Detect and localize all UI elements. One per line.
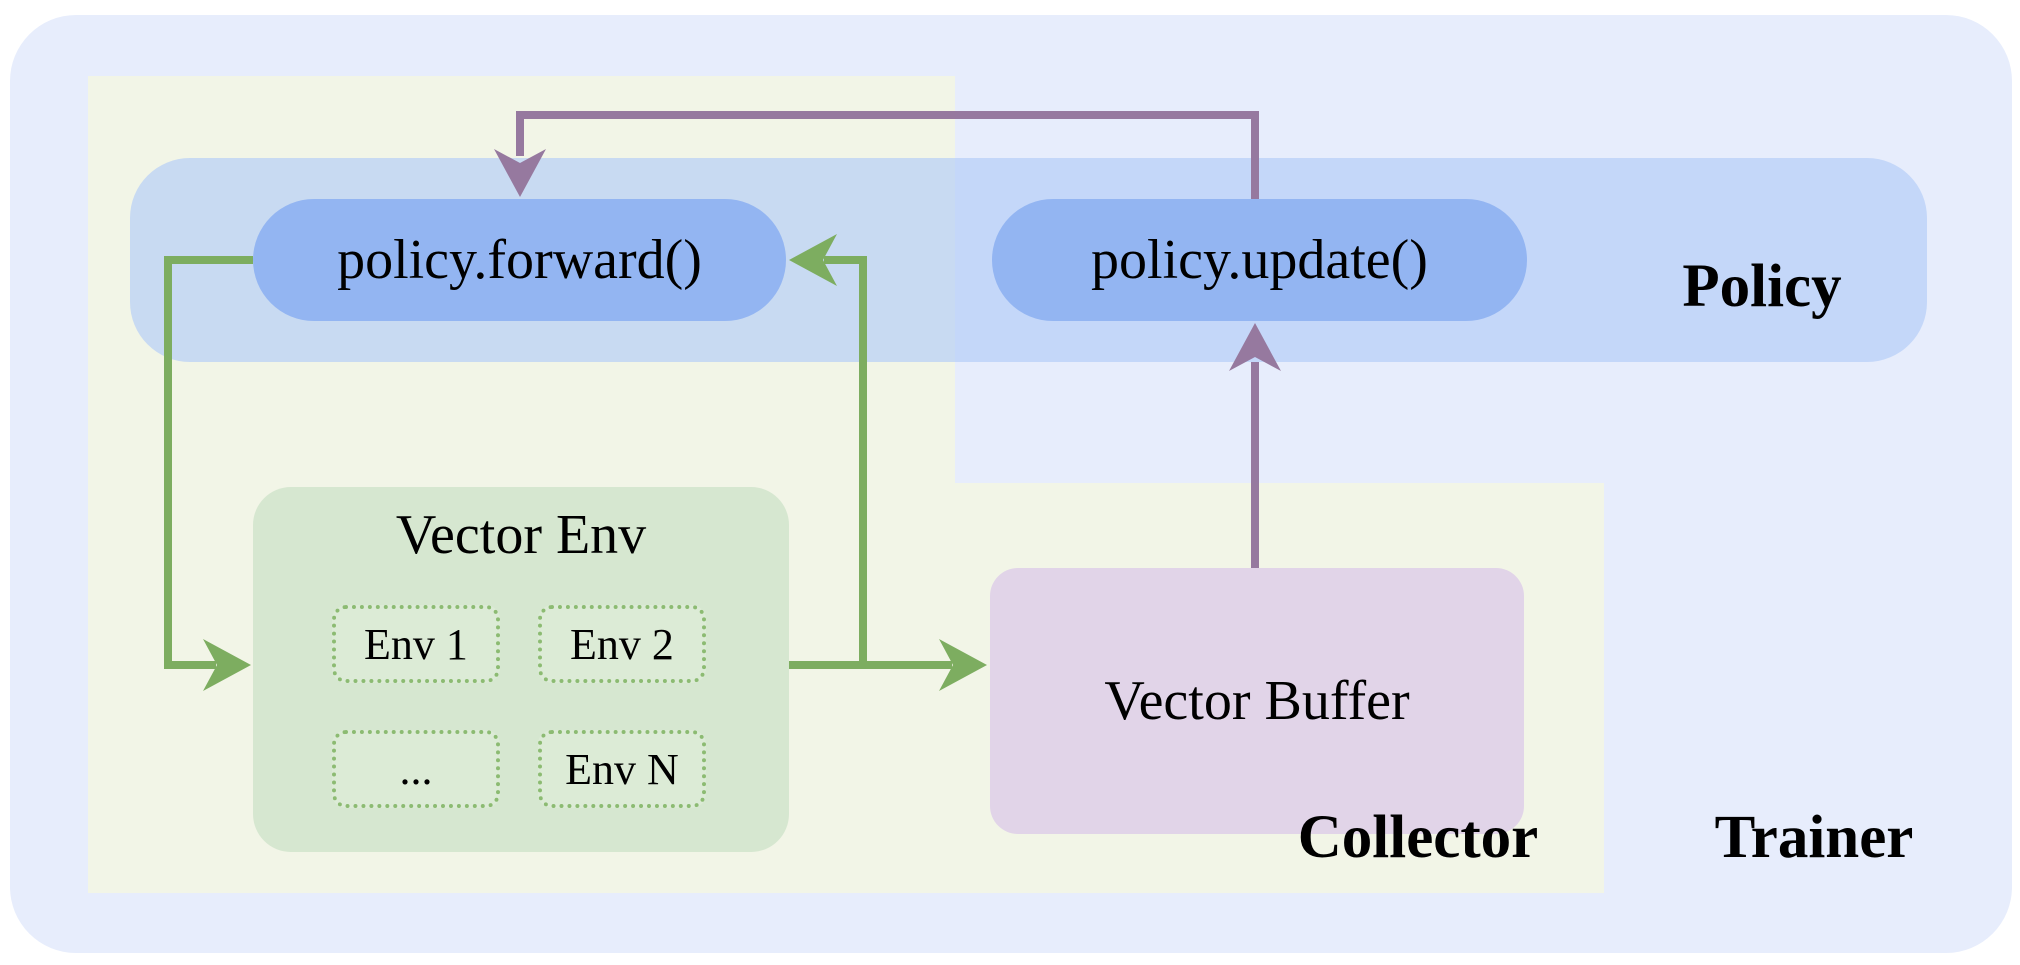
env-chip: Env 1 [332, 605, 500, 683]
policy-update-node: policy.update() [992, 199, 1527, 321]
vector-buffer-node: Vector Buffer [990, 568, 1524, 834]
policy-forward-node: policy.forward() [253, 199, 786, 321]
policy-region-label: Policy [1682, 253, 1842, 320]
env-chip-label: Env 1 [364, 619, 468, 669]
policy-forward-label: policy.forward() [337, 229, 702, 291]
vector-buffer-label: Vector Buffer [1104, 670, 1410, 732]
trainer-region-label: Trainer [1714, 804, 1914, 871]
collector-region-label: Collector [1297, 804, 1539, 871]
env-chip-label: Env 2 [570, 619, 674, 669]
env-chip: Env N [538, 730, 706, 808]
env-chip-label: Env N [565, 744, 679, 794]
vector-env-title: Vector Env [395, 504, 647, 566]
env-chip: Env 2 [538, 605, 706, 683]
env-chip-label: ... [399, 744, 433, 794]
policy-update-label: policy.update() [1091, 229, 1428, 291]
vector-env-node: Vector Env Env 1 Env 2 ... Env N [253, 487, 789, 852]
env-chip: ... [332, 730, 500, 808]
